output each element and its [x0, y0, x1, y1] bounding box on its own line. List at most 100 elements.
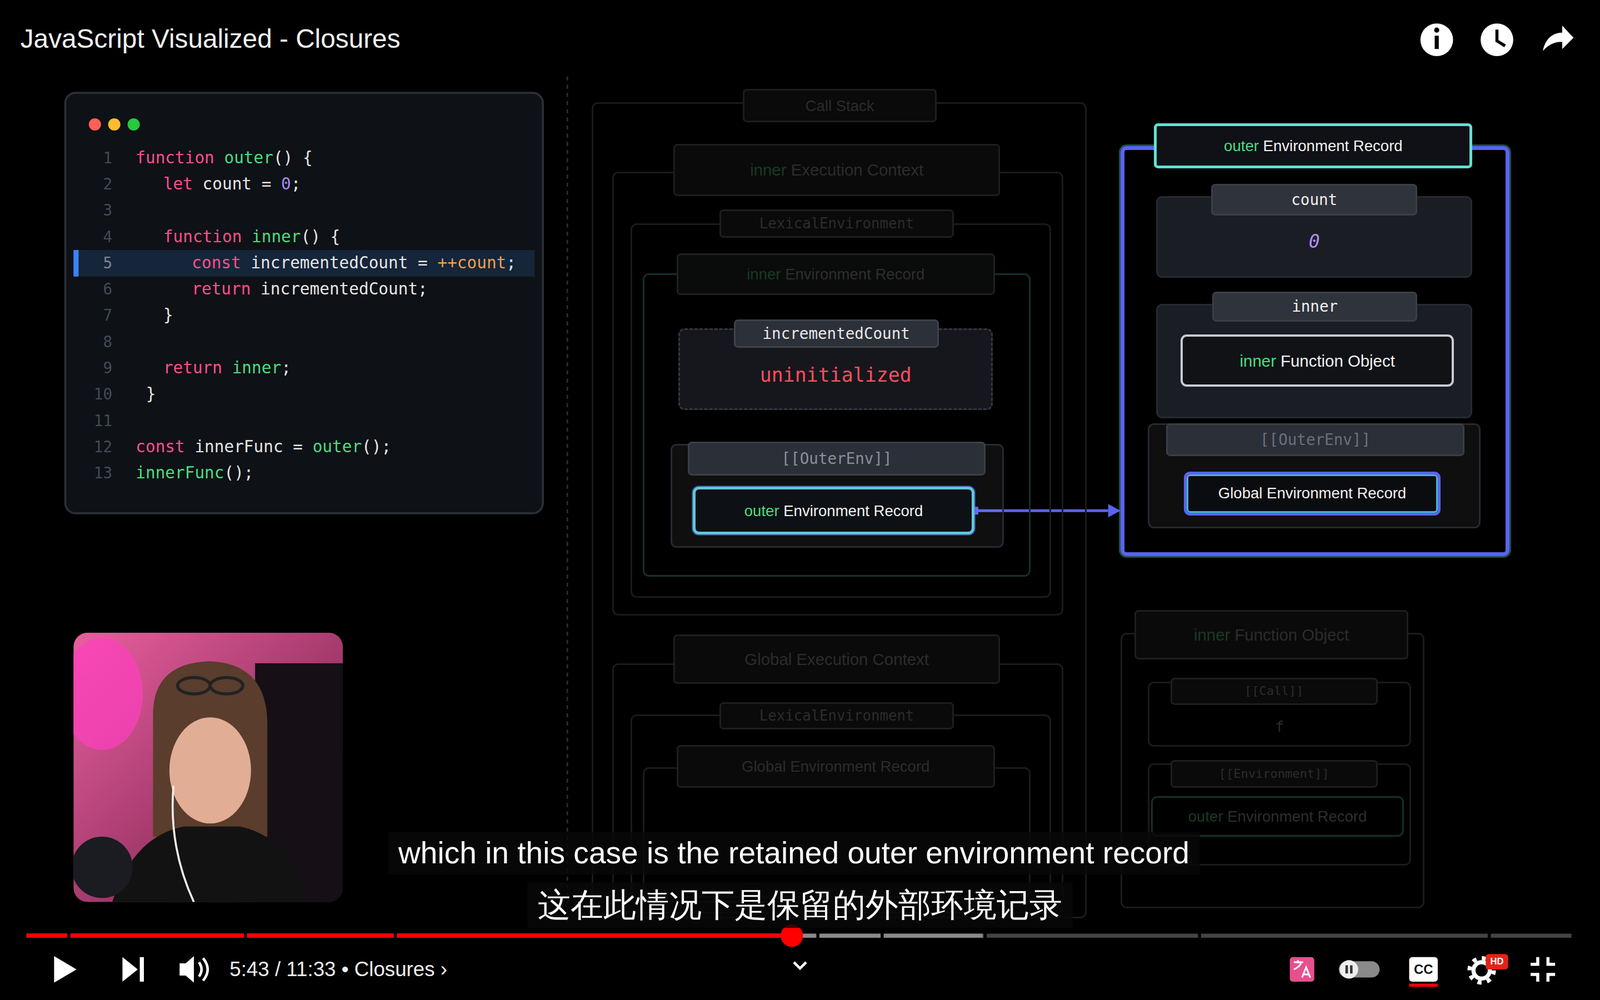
- header-tab: count: [1211, 183, 1418, 216]
- code-token: [222, 358, 233, 378]
- code-line: return incrementedCount;: [191, 280, 428, 299]
- header-text: inner Execution Context: [750, 160, 924, 180]
- label-wrap: 5:43 / 11:33 • Closures ›: [229, 957, 448, 982]
- hd-badge-text: HD: [1490, 956, 1504, 967]
- code-line: return inner;: [163, 358, 292, 378]
- header-text: Global Environment Record: [741, 757, 930, 776]
- info-icon: [1420, 23, 1454, 57]
- header-text: inner Function Object: [1193, 625, 1349, 645]
- value-text: uninitialized: [760, 363, 912, 387]
- translate-icon: [1290, 957, 1315, 982]
- label-wrap: 12: [79, 437, 113, 457]
- line-number: 8: [102, 332, 113, 351]
- code-line: innerFunc();: [135, 463, 254, 483]
- code-token: ;: [291, 174, 302, 194]
- header-text: incrementedCount: [762, 324, 910, 343]
- header-tab: outer Environment Record: [1153, 123, 1473, 169]
- header-tab: [[Environment]]: [1170, 760, 1378, 788]
- code-panel: [65, 92, 544, 514]
- label-wrap: 9: [79, 359, 113, 378]
- label-wrap: return incrementedCount;: [191, 280, 428, 300]
- play-icon: [53, 956, 77, 983]
- keyword-part: outer: [1223, 137, 1259, 155]
- keyword-part: inner: [746, 265, 781, 283]
- code-line: }: [146, 385, 157, 404]
- code-token: innerFunc =: [185, 437, 313, 457]
- code-token: [214, 148, 225, 168]
- label-wrap: return inner;: [163, 358, 292, 378]
- header-tab: incrementedCount: [733, 319, 939, 348]
- code-token: return: [163, 358, 223, 378]
- execution-context-box: inner Execution ContextLexicalEnvironmen…: [612, 171, 1064, 616]
- label-wrap: function outer() {: [135, 148, 313, 168]
- code-line: function inner() {: [163, 227, 340, 247]
- value-text: 0: [1308, 230, 1320, 253]
- box-text: outer Environment Record: [1188, 807, 1368, 826]
- header-text: count: [1291, 190, 1338, 209]
- subtitle-line: which in this case is the retained outer…: [388, 831, 1200, 875]
- volume-icon: [179, 956, 194, 983]
- code-token: const: [135, 437, 185, 457]
- label-wrap: 2: [79, 175, 113, 194]
- code-token: const: [191, 253, 241, 273]
- code-token: ;: [506, 253, 517, 273]
- line-number: 9: [102, 359, 113, 378]
- keyword-part: outer: [1188, 807, 1224, 825]
- function-object-ref: inner Function Object: [1180, 334, 1454, 387]
- environment-record-box: inner Environment RecordincrementedCount…: [642, 273, 1031, 577]
- header-tab: Global Environment Record: [676, 745, 995, 788]
- line-number: 7: [102, 306, 113, 325]
- keyword-part: inner: [1193, 625, 1230, 644]
- call-stack-panel: Call Stackinner Execution ContextLexical…: [591, 102, 1087, 919]
- label-wrap: }: [163, 306, 174, 326]
- header-text: [[OuterEnv]]: [781, 449, 893, 468]
- label-wrap: 6: [79, 280, 113, 299]
- captions-icon-text: CC: [1413, 961, 1433, 977]
- label-wrap: 13: [79, 464, 113, 483]
- code-token: }: [163, 306, 174, 325]
- fullscreen-exit-icon: [1530, 957, 1555, 982]
- label-wrap: 这在此情况下是保留的外部环境记录: [527, 882, 1073, 928]
- share-icon: [1542, 25, 1574, 52]
- clock-icon: [1480, 23, 1514, 57]
- value-text: f: [1275, 717, 1284, 735]
- keyword-part: outer: [744, 502, 780, 520]
- code-token: function: [163, 227, 242, 247]
- execution-context-box: Global Execution ContextLexicalEnvironme…: [612, 663, 1064, 914]
- header-text: [[Environment]]: [1218, 766, 1330, 782]
- line-number: 13: [93, 464, 113, 483]
- header-tab: inner: [1212, 291, 1418, 322]
- window-dot: [108, 118, 121, 131]
- header-text: [[OuterEnv]]: [1260, 430, 1371, 449]
- code-token: incrementedCount;: [250, 280, 428, 299]
- code-token: [241, 227, 252, 247]
- box-text: Global Environment Record: [1218, 483, 1407, 503]
- header-tab: inner Execution Context: [673, 143, 1000, 197]
- hd-badge: [1485, 953, 1508, 970]
- line-number: 11: [93, 411, 113, 430]
- progress-knob: [780, 924, 803, 947]
- binding-slot: count0: [1156, 196, 1473, 278]
- label-wrap: function inner() {: [163, 227, 340, 247]
- outer-env-slot: [[OuterEnv]] Global Environment Record: [1147, 423, 1481, 529]
- label-wrap: 7: [79, 306, 113, 325]
- code-line: function outer() {: [135, 148, 313, 168]
- binding-slot: incrementedCountuninitialized: [678, 328, 993, 410]
- header-tab: Call Stack: [742, 88, 937, 123]
- code-token: outer: [312, 437, 362, 457]
- code-token: function: [135, 148, 214, 168]
- keyword-part: inner: [750, 160, 787, 179]
- label-wrap: const innerFunc = outer();: [135, 437, 392, 457]
- code-token: ();: [361, 437, 392, 457]
- code-token: 0: [281, 174, 292, 194]
- body-wrap: f: [1149, 717, 1410, 735]
- binding-slot: innerinner Function Object: [1156, 303, 1473, 419]
- line-number: 1: [102, 148, 113, 167]
- code-line: const innerFunc = outer();: [135, 437, 392, 457]
- header-tab: inner Environment Record: [676, 253, 995, 295]
- line-number: 3: [102, 201, 113, 220]
- title-wrap: JavaScript Visualized - Closures: [20, 22, 401, 55]
- code-token: ++count: [437, 253, 507, 273]
- label-wrap: 4: [79, 227, 113, 247]
